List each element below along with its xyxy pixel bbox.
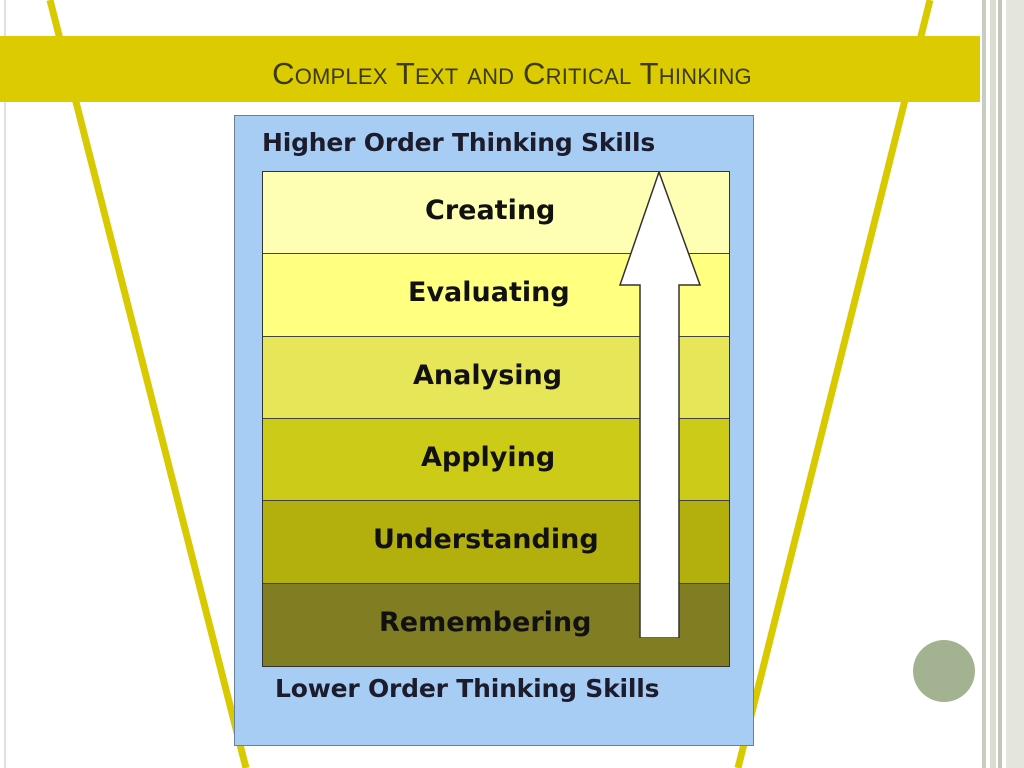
thinking-skills-diagram: Higher Order Thinking Skills Creating Ev… bbox=[234, 115, 754, 746]
lower-order-caption: Lower Order Thinking Skills bbox=[275, 674, 660, 703]
level-label: Analysing bbox=[413, 359, 563, 391]
circle-decoration bbox=[913, 640, 975, 702]
level-label: Understanding bbox=[373, 524, 599, 556]
level-label: Evaluating bbox=[408, 277, 570, 309]
title-band bbox=[0, 36, 980, 102]
higher-order-caption: Higher Order Thinking Skills bbox=[262, 128, 656, 157]
up-arrow-icon bbox=[618, 172, 702, 638]
level-label: Creating bbox=[425, 195, 556, 226]
level-label: Remembering bbox=[379, 606, 592, 638]
level-label: Applying bbox=[421, 441, 556, 473]
slide-title: Complex Text and Critical Thinking bbox=[272, 56, 752, 91]
